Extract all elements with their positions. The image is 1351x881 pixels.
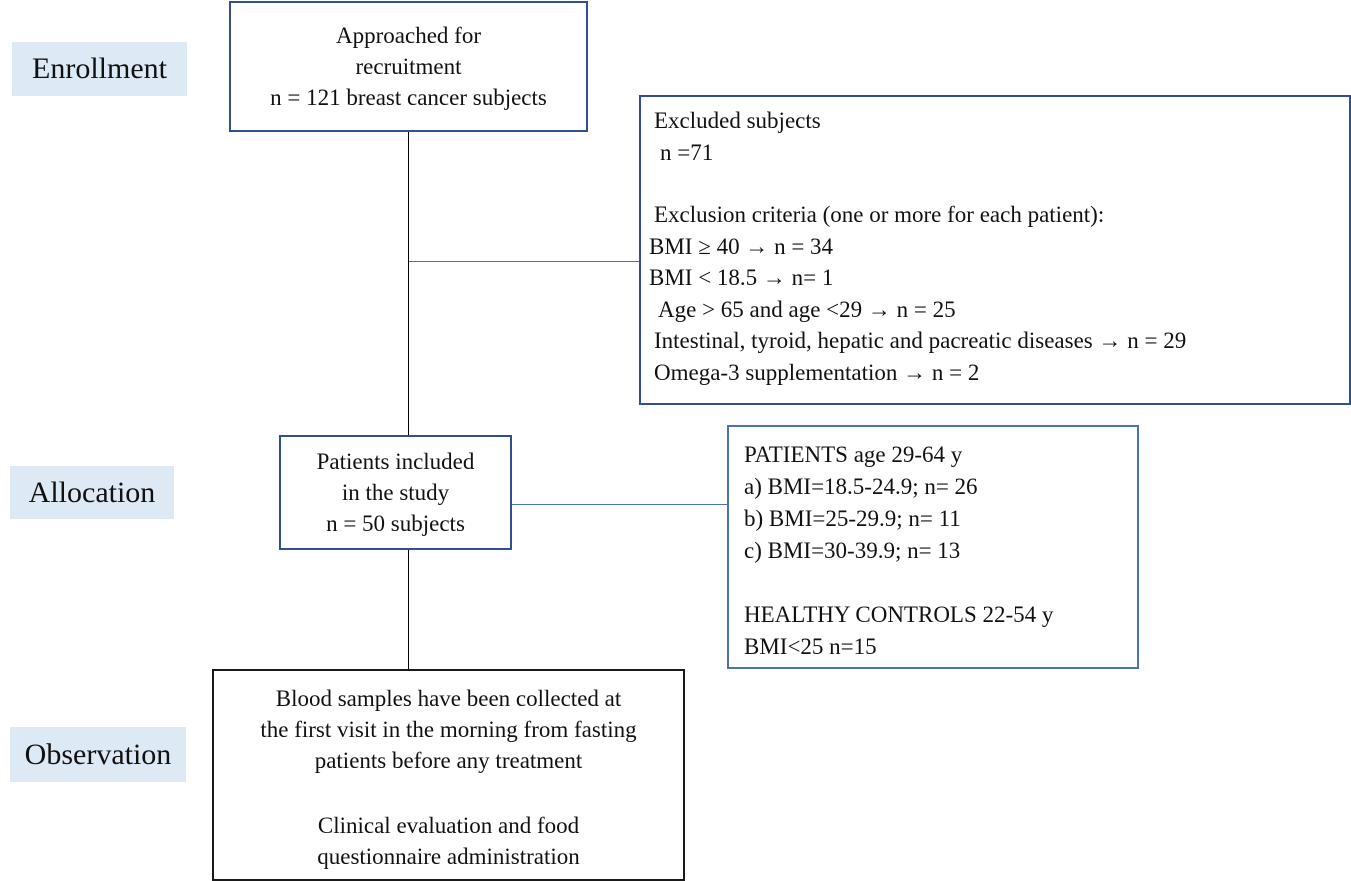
- observation-line: questionnaire administration: [317, 844, 580, 869]
- observation-line: Blood samples have been collected at: [275, 686, 622, 711]
- exclusion-criterion: BMI ≥ 40 → n = 34: [649, 233, 834, 259]
- recruitment-line: recruitment: [355, 54, 462, 79]
- connector-recruitment-to-included: [408, 131, 409, 436]
- excluded-title: Excluded subjects: [654, 108, 821, 133]
- patient-group: a) BMI=18.5-24.9; n= 26: [744, 474, 978, 499]
- observation-line: patients before any treatment: [314, 748, 583, 773]
- observation-box: Blood samples have been collected at the…: [212, 669, 685, 881]
- patient-group: c) BMI=30-39.9; n= 13: [744, 538, 961, 563]
- recruitment-box: Approached for recruitment n = 121 breas…: [229, 1, 588, 132]
- patient-group: b) BMI=25-29.9; n= 11: [744, 506, 961, 531]
- excluded-box: Excluded subjects n =71 Exclusion criter…: [639, 95, 1351, 405]
- stage-label-allocation: Allocation: [10, 466, 174, 519]
- included-box: Patients included in the study n = 50 su…: [279, 435, 512, 550]
- recruitment-line: Approached for: [336, 23, 481, 48]
- observation-line: the first visit in the morning from fast…: [260, 717, 637, 742]
- excluded-count: n =71: [660, 139, 714, 165]
- exclusion-criterion: BMI < 18.5 → n= 1: [649, 265, 834, 290]
- recruitment-line: n = 121 breast cancer subjects: [270, 85, 547, 110]
- controls-header: HEALTHY CONTROLS 22-54 y: [744, 602, 1054, 627]
- connector-to-excluded: [409, 261, 641, 262]
- controls-group: BMI<25 n=15: [744, 634, 877, 659]
- patients-header: PATIENTS age 29-64 y: [744, 442, 963, 467]
- connector-to-groups: [511, 504, 729, 505]
- exclusion-criterion: Intestinal, tyroid, hepatic and pacreati…: [654, 328, 1187, 353]
- exclusion-criteria-header: Exclusion criteria (one or more for each…: [654, 202, 1105, 227]
- stage-label-enrollment: Enrollment: [12, 42, 187, 96]
- observation-line: Clinical evaluation and food: [317, 813, 580, 838]
- included-line: Patients included: [316, 449, 475, 474]
- stage-label-observation: Observation: [10, 727, 186, 782]
- exclusion-criterion: Omega-3 supplementation → n = 2: [654, 359, 980, 385]
- exclusion-criterion: Age > 65 and age <29 → n = 25: [658, 296, 956, 322]
- included-line: in the study: [341, 480, 450, 505]
- groups-box: PATIENTS age 29-64 y a) BMI=18.5-24.9; n…: [727, 425, 1139, 669]
- included-line: n = 50 subjects: [326, 511, 465, 536]
- connector-included-to-observation: [408, 549, 409, 670]
